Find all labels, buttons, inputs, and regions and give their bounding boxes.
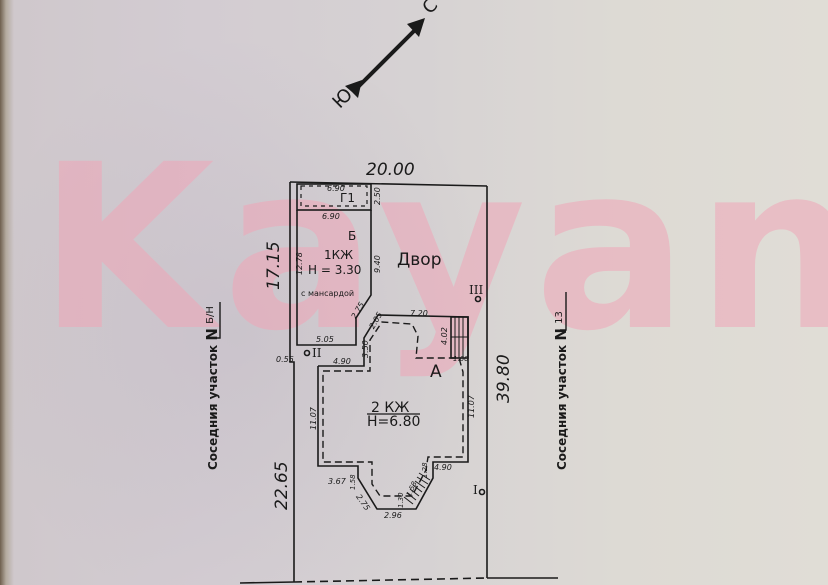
b2-right-side: 11.07 [467, 395, 476, 418]
watermark: Kayan [38, 115, 828, 381]
b2-top-right: 7.20 [410, 309, 428, 318]
neighbor-right-label: Соседния участок [555, 344, 569, 470]
b2-right-step: 1.28 [421, 462, 429, 478]
compass-arrow-icon [345, 18, 425, 98]
b2-height: Н=6.80 [367, 414, 421, 430]
marker-1-icon [478, 488, 486, 496]
b2-bay-bottom: 2.96 [384, 511, 402, 520]
b2-bottom-right: 4.90 [434, 463, 452, 472]
b1-code: 1КЖ [324, 248, 354, 262]
b1-width: 6.90 [322, 212, 340, 221]
neighbor-left-number: Б/Н [205, 306, 216, 324]
neighbor-left-label: Соседния участок [206, 344, 220, 470]
building-1-outline [296, 183, 372, 346]
b1-height: Н = 3.30 [308, 263, 362, 277]
neighbor-right-number: 13 [554, 311, 565, 324]
b2-stair-length: 4.02 [440, 327, 449, 345]
b2-bay-left-step: 1.58 [349, 474, 357, 490]
yard-label: Двор [397, 250, 442, 270]
marker-2-icon [303, 349, 311, 357]
neighbor-right-prefix: N [552, 328, 570, 341]
plot-top-width: 20.00 [366, 160, 415, 180]
b1-note: с мансардой [301, 289, 355, 298]
b2-left-step: 3.50 [361, 340, 370, 358]
b2-bay-right: 1.30 [397, 492, 405, 508]
marker-1-label: I [473, 483, 478, 497]
marker-3-label: III [469, 283, 484, 297]
b1-bottom-length: 5.05 [316, 335, 334, 344]
marker-3-icon [474, 295, 482, 303]
b2-bottom-left: 3.67 [328, 477, 346, 486]
b2-left-side: 11.07 [309, 407, 318, 430]
neighbor-left-prefix: N [203, 328, 221, 341]
plot-offset-small: 0.55 [276, 355, 294, 364]
b1-garage-depth: 2.50 [373, 187, 382, 205]
neighbor-left: Соседния участок N Б/Н [203, 306, 221, 470]
b2-top-left-segment: 4.90 [333, 357, 351, 366]
b1-letter: Б [348, 229, 357, 243]
building-2-outline [317, 314, 469, 510]
b2-code: 2 КЖ [371, 400, 410, 416]
b1-right-length: 9.40 [373, 255, 382, 273]
plot-boundary [239, 181, 558, 584]
neighbor-right: Соседния участок N 13 [552, 311, 570, 470]
plot-left-lower-length: 22.65 [272, 461, 292, 510]
plot-left-upper-length: 17.15 [264, 241, 284, 290]
b1-garage-width-top: 6.90 [327, 184, 345, 193]
marker-2-label: II [312, 346, 322, 360]
plot-right-length: 39.80 [494, 354, 514, 403]
b1-left-length: 12.78 [295, 252, 304, 275]
b2-stair-small: 1.60 [453, 355, 469, 363]
b1-garage-label: Г1 [340, 191, 355, 205]
b2-letter: А [430, 362, 442, 382]
